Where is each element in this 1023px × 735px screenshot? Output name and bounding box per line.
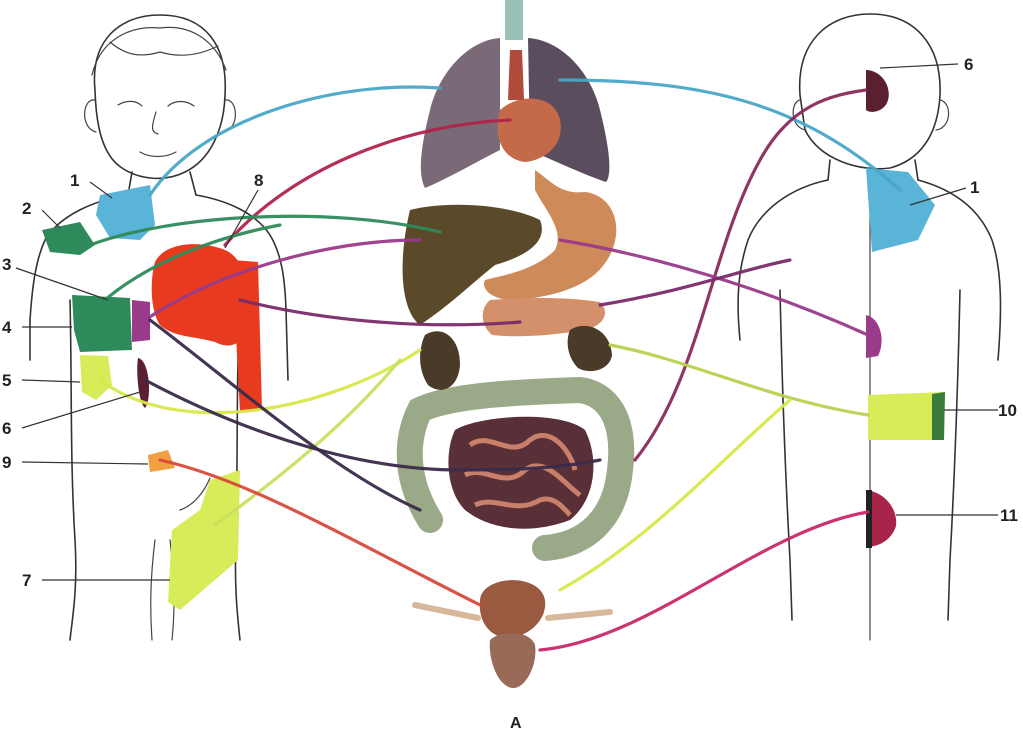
uterus [490,633,536,688]
link-intestine-back [610,345,868,415]
front-label-4: 4 [2,318,12,337]
front-label-2: 2 [22,199,31,218]
link-kidney-front2 [150,320,420,510]
front-label-3: 3 [2,255,11,274]
back-label-10: 10 [998,401,1017,420]
zone-intestine-back-dark [932,392,945,440]
zone-spine-dark [866,490,872,548]
front-label-5: 5 [2,371,11,390]
descending-colon-top [568,326,612,371]
bladder [480,580,545,638]
link-heart-back-head [635,90,866,460]
front-label-7: 7 [22,571,31,590]
central-organs [403,0,622,688]
front-label-8: 8 [254,171,263,190]
front-label-1: 1 [70,171,79,190]
back-labels: 6 1 10 11 [880,55,1018,525]
back-label-1: 1 [970,178,979,197]
front-label-9: 9 [2,453,11,472]
back-referred-zones [866,70,945,548]
link-pancreas-back [600,260,790,305]
zone-intestine-front [80,355,112,400]
zone-head-back [866,70,889,112]
back-label-11: 11 [1000,506,1018,525]
figure-caption: А [510,715,522,732]
zone-liver-front [72,295,132,352]
link-colon-back [560,400,790,590]
trachea [505,0,523,40]
link-lung-neck-back [560,80,900,190]
zone-appendix-front [168,470,240,610]
aorta [508,50,524,100]
left-lung [421,38,500,188]
front-label-6: 6 [2,419,11,438]
back-label-6: 6 [964,55,973,74]
ascending-colon-top [420,331,460,390]
zone-shoulder-front [42,222,95,255]
link-pancreas-front [240,300,520,325]
zone-neck-back [866,168,935,252]
zone-stomach-front [132,300,150,342]
